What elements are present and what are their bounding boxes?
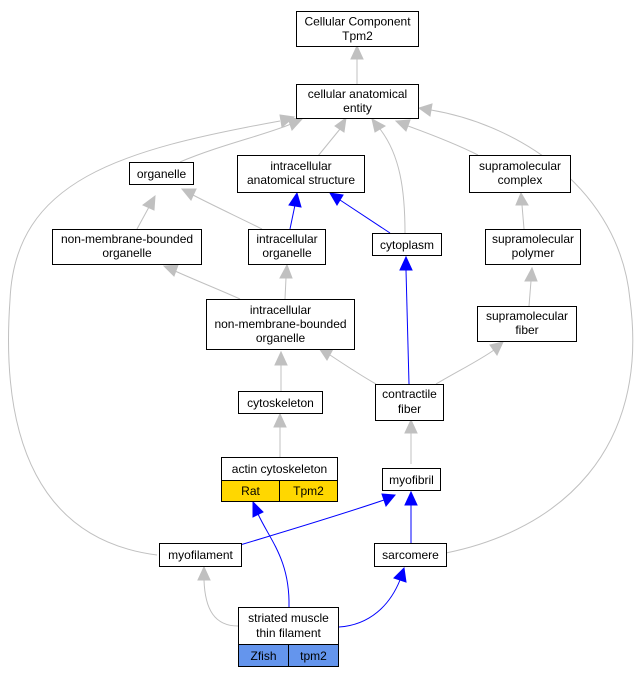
node-intracellular-organelle[interactable]: intracellular organelle (248, 229, 326, 265)
edge-smtf-actin (252, 500, 290, 608)
node-label-line: intracellular (250, 303, 311, 317)
node-label-line: fiber (398, 402, 421, 416)
node-label-line: sarcomere (382, 548, 439, 562)
edge-cytoplasm-ias (329, 192, 391, 234)
node-label-line: anatomical structure (247, 173, 355, 187)
gene-badge-tpm2 (288, 644, 339, 667)
node-striated-muscle-thin-filament[interactable]: striated muscle thin filament Zfish tpm2 (238, 607, 339, 667)
node-label-line: entity (343, 101, 372, 115)
node-label-line: polymer (512, 246, 555, 260)
node-supramolecular-polymer[interactable]: supramolecular polymer (485, 229, 581, 265)
edge-cytoskeleton-inmbo (274, 350, 288, 391)
node-label-line: thin filament (256, 626, 321, 640)
badge-label: Tpm2 (293, 484, 324, 498)
gene-badge-tpm2 (279, 480, 338, 502)
node-label-line: myofilament (168, 548, 233, 562)
node-label-line: Tpm2 (342, 29, 373, 43)
node-label-line: non-membrane-bounded (61, 232, 193, 246)
node-cellular-component-tpm2[interactable]: Cellular Component Tpm2 (296, 11, 419, 47)
node-organelle[interactable]: organelle (129, 162, 194, 185)
node-label-line: non-membrane-bounded (214, 317, 346, 331)
edge-myofilament-myofibril (239, 493, 396, 546)
edge-sarcomere-myofibril (404, 490, 418, 543)
edge-inmbo-io (279, 263, 293, 300)
edge-cae-root (350, 44, 364, 84)
edge-smtf-myofilament (197, 565, 239, 627)
node-cellular-anatomical-entity[interactable]: cellular anatomical entity (296, 84, 419, 119)
edge-actin-cytoskeleton (273, 412, 287, 457)
node-cytoplasm[interactable]: cytoplasm (372, 233, 442, 256)
edge-myofibril-contractile (404, 418, 418, 464)
node-label-line: myofibril (389, 473, 434, 487)
node-actin-cytoskeleton[interactable]: actin cytoskeleton Rat Tpm2 (221, 457, 338, 502)
node-label-line: organelle (262, 246, 312, 260)
node-supramolecular-fiber[interactable]: supramolecular fiber (477, 306, 577, 342)
edge-supcomplex-cae (394, 119, 479, 156)
node-non-membrane-bounded-organelle[interactable]: non-membrane-bounded organelle (52, 229, 202, 265)
edge-smtf-sarcomere (338, 566, 407, 628)
node-cytoskeleton[interactable]: cytoskeleton (238, 391, 323, 414)
edge-contractile-inmbo (318, 347, 377, 385)
node-label-line: cytoplasm (380, 238, 434, 252)
node-myofilament[interactable]: myofilament (159, 543, 242, 567)
node-label-line: fiber (515, 323, 538, 337)
node-label-line: organelle (137, 167, 187, 181)
node-label-line: cytoskeleton (247, 396, 314, 410)
edge-inmbo-nmbo (162, 264, 241, 300)
edge-contractile-cytoplasm (399, 255, 413, 385)
edge-sarcomere-cae (417, 103, 634, 554)
edge-cytoplasm-cae (371, 118, 406, 234)
node-label-line: intracellular (270, 159, 331, 173)
node-label-line: actin cytoskeleton (232, 462, 327, 476)
node-intracellular-anatomical-structure[interactable]: intracellular anatomical structure (237, 155, 365, 193)
edge-myofilament-cae (8, 114, 296, 556)
node-intracellular-non-membrane-bounded-organelle[interactable]: intracellular non-membrane-bounded organ… (206, 299, 355, 350)
node-sarcomere[interactable]: sarcomere (374, 543, 447, 567)
node-label-line: striated muscle (248, 611, 329, 625)
badge-label: Rat (241, 484, 260, 498)
badge-label: tpm2 (300, 649, 327, 663)
node-label-line: cellular anatomical (308, 87, 407, 101)
node-myofibril[interactable]: myofibril (382, 468, 441, 491)
node-label-line: organelle (102, 246, 152, 260)
node-label-line: supramolecular (479, 159, 561, 173)
node-label-line: complex (498, 173, 543, 187)
node-label-line: supramolecular (492, 232, 574, 246)
node-supramolecular-complex[interactable]: supramolecular complex (469, 155, 571, 193)
edge-supfiber-suppolymer (524, 266, 538, 307)
edge-ias-cae (317, 116, 347, 157)
node-label-line: organelle (256, 331, 306, 345)
edge-suppolymer-supcomplex (515, 191, 529, 230)
edge-io-ias (288, 191, 302, 230)
node-contractile-fiber[interactable]: contractile fiber (375, 384, 444, 421)
edge-nmbo-organelle (136, 194, 156, 230)
edge-io-organelle (180, 188, 263, 230)
node-label-line: contractile (382, 387, 437, 401)
edge-contractile-supfiber (435, 341, 504, 385)
node-label-line: Cellular Component (304, 15, 411, 29)
badge-label: Zfish (250, 649, 276, 663)
node-label-line: supramolecular (486, 309, 568, 323)
node-label-line: intracellular (256, 232, 317, 246)
